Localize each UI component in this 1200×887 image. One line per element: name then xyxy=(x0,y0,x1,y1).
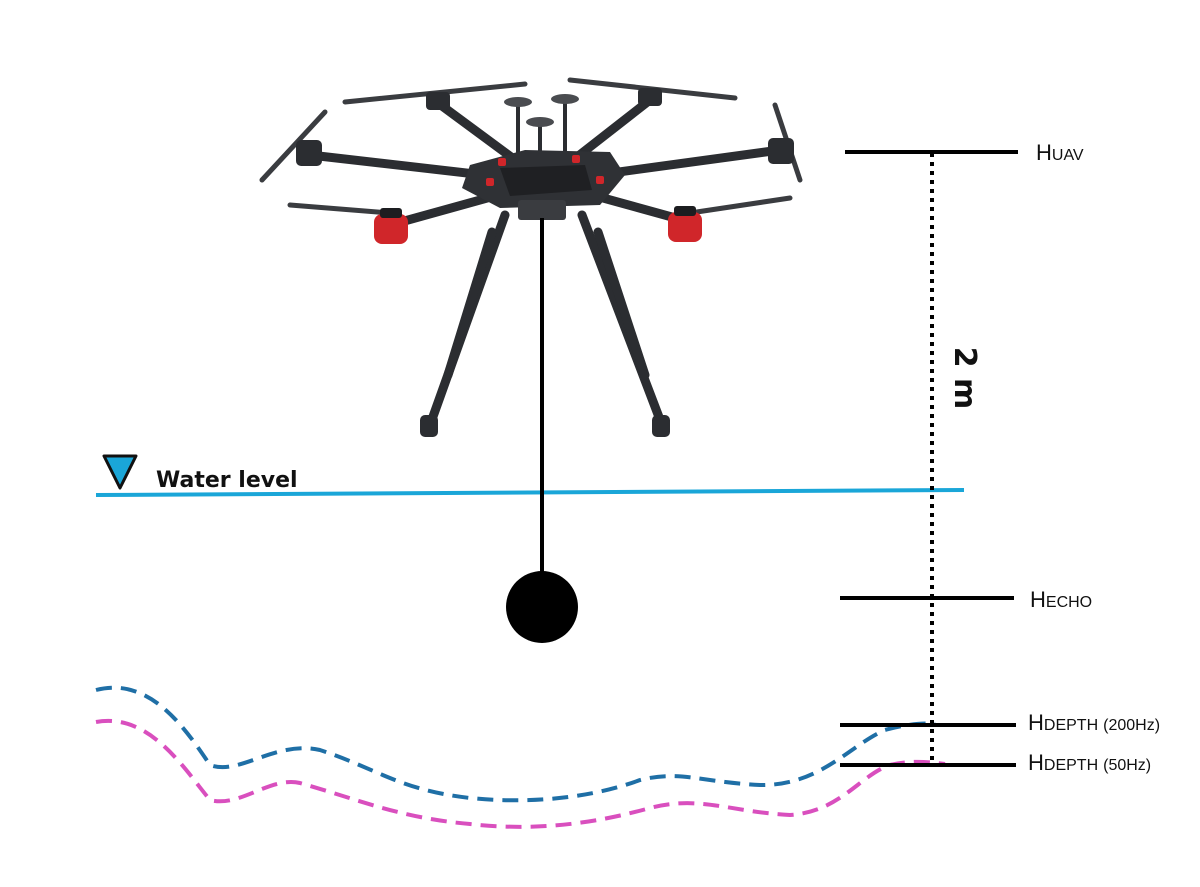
marker-h-uav-base: H xyxy=(1036,140,1052,165)
depth-50hz-bottom-profile xyxy=(95,718,946,829)
depth-200hz-bottom-profile xyxy=(95,685,936,803)
marker-h-uav-sub: UAV xyxy=(1052,147,1084,164)
marker-h-echo-sub: ECHO xyxy=(1046,594,1092,611)
marker-h-depth-50hz-freq: (50Hz) xyxy=(1103,757,1151,774)
marker-h-depth-200hz-freq: (200Hz) xyxy=(1103,717,1160,734)
water-level-triangle-icon xyxy=(102,454,138,490)
svg-text:HUAV: HUAV xyxy=(1036,140,1084,165)
echo-sounder-icon xyxy=(506,571,578,643)
marker-h-depth-200hz: HDEPTH (200Hz) xyxy=(840,710,1160,735)
svg-text:HDEPTH(50Hz): HDEPTH (50Hz) xyxy=(1028,750,1151,775)
marker-h-uav: HUAV xyxy=(845,140,1084,165)
water-surface-line xyxy=(95,488,965,497)
marker-h-depth-50hz: HDEPTH (50Hz) xyxy=(840,750,1151,775)
water-level-label: Water level xyxy=(156,468,298,493)
marker-h-depth-50hz-base: H xyxy=(1028,750,1044,775)
distance-label: 2 m xyxy=(947,347,982,410)
marker-h-depth-50hz-sub: DEPTH xyxy=(1044,757,1098,774)
marker-h-echo: HECHO xyxy=(840,587,1092,612)
svg-text:HDEPTH(200Hz): HDEPTH (200Hz) xyxy=(1028,710,1160,735)
marker-h-echo-base: H xyxy=(1030,587,1046,612)
svg-text:HECHO: HECHO xyxy=(1030,587,1092,612)
marker-h-depth-200hz-base: H xyxy=(1028,710,1044,735)
marker-h-depth-200hz-sub: DEPTH xyxy=(1044,717,1098,734)
hexacopter-drone-icon xyxy=(259,77,803,437)
